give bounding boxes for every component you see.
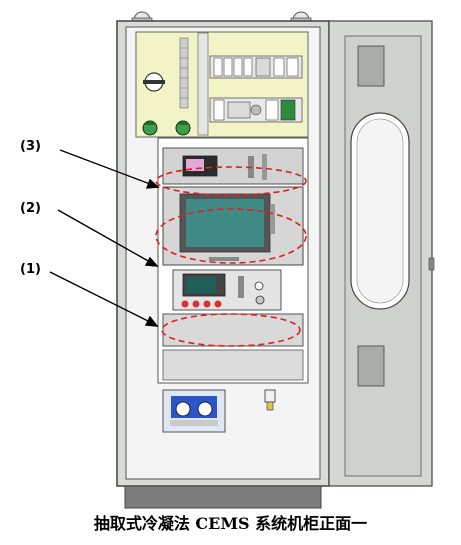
din-rail-lower [209, 97, 303, 123]
cable-duct [197, 32, 209, 136]
peristaltic-pump-icon [162, 389, 226, 433]
terminal-column [179, 37, 189, 109]
instrument-top [162, 147, 304, 185]
highlight-region-1 [161, 313, 301, 347]
indicator-lamp-icon [142, 120, 191, 136]
power-switch-icon [143, 72, 165, 92]
controller-unit [172, 269, 282, 311]
highlight-region-2 [155, 208, 307, 264]
analyzer-screen [186, 199, 264, 247]
rack-bottom-strip [162, 349, 304, 381]
figure-caption: 抽取式冷凝法 CEMS 系统机柜正面一 [93, 514, 368, 533]
cabinet-base [124, 485, 322, 509]
cabinet-door [328, 20, 435, 487]
callout-arrow-2 [57, 209, 159, 267]
label-3: (3) [20, 139, 41, 154]
callout-arrow-1 [49, 271, 159, 327]
label-1: (1) [20, 262, 41, 277]
label-2: (2) [20, 201, 41, 216]
analyzer-main [162, 186, 304, 266]
door-handle [428, 257, 435, 271]
highlight-region-3 [155, 166, 307, 196]
callout-arrow-3 [59, 149, 160, 189]
sample-fitting [264, 389, 276, 411]
din-rail-upper [209, 55, 303, 79]
